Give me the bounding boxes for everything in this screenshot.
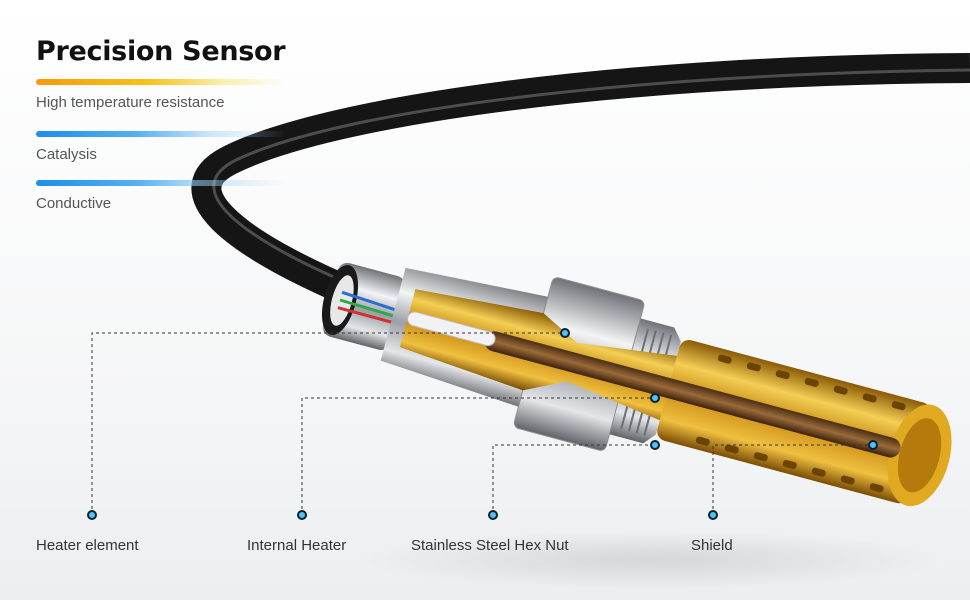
label-dot-hex-nut — [488, 510, 498, 520]
leader-heater-element — [91, 332, 565, 515]
ceramic-tube — [407, 311, 496, 347]
floor-shadow — [360, 530, 940, 590]
anchor-dot-hex-nut — [650, 440, 660, 450]
label-dot-internal-heater — [297, 510, 307, 520]
callout-shield: Shield — [691, 537, 733, 554]
feature-high-temperature: High temperature resistance — [36, 79, 286, 111]
page-title: Precision Sensor — [36, 36, 286, 67]
callout-internal-heater: Internal Heater — [247, 537, 347, 554]
anchor-dot-internal-heater — [650, 393, 660, 403]
label-dot-shield — [708, 510, 718, 520]
leader-hex-nut — [492, 444, 655, 515]
feature-label: Conductive — [36, 195, 112, 212]
feature-catalysis: Catalysis — [36, 131, 286, 163]
cable — [191, 53, 970, 304]
callout-leaders — [91, 332, 873, 515]
shield-holes — [695, 354, 906, 493]
label-dots — [87, 510, 718, 520]
label-dot-heater-element — [87, 510, 97, 520]
leader-shield — [712, 444, 873, 515]
anchor-dot-heater-element — [560, 328, 570, 338]
feature-bar — [36, 180, 286, 186]
anchor-dot-shield — [868, 440, 878, 450]
feature-bar — [36, 131, 286, 137]
leader-internal-heater — [301, 397, 655, 515]
feature-label: High temperature resistance — [36, 94, 225, 111]
feature-label: Catalysis — [36, 146, 97, 163]
sensor-body — [321, 262, 952, 507]
callout-hex-nut: Stainless Steel Hex Nut — [411, 537, 569, 554]
cable-highlight — [212, 68, 970, 284]
feature-bar — [36, 79, 286, 85]
callout-heater-element: Heater element — [36, 537, 139, 554]
feature-conductive: Conductive — [36, 180, 286, 212]
heater-rod — [484, 331, 901, 458]
anchor-dots — [560, 328, 878, 450]
